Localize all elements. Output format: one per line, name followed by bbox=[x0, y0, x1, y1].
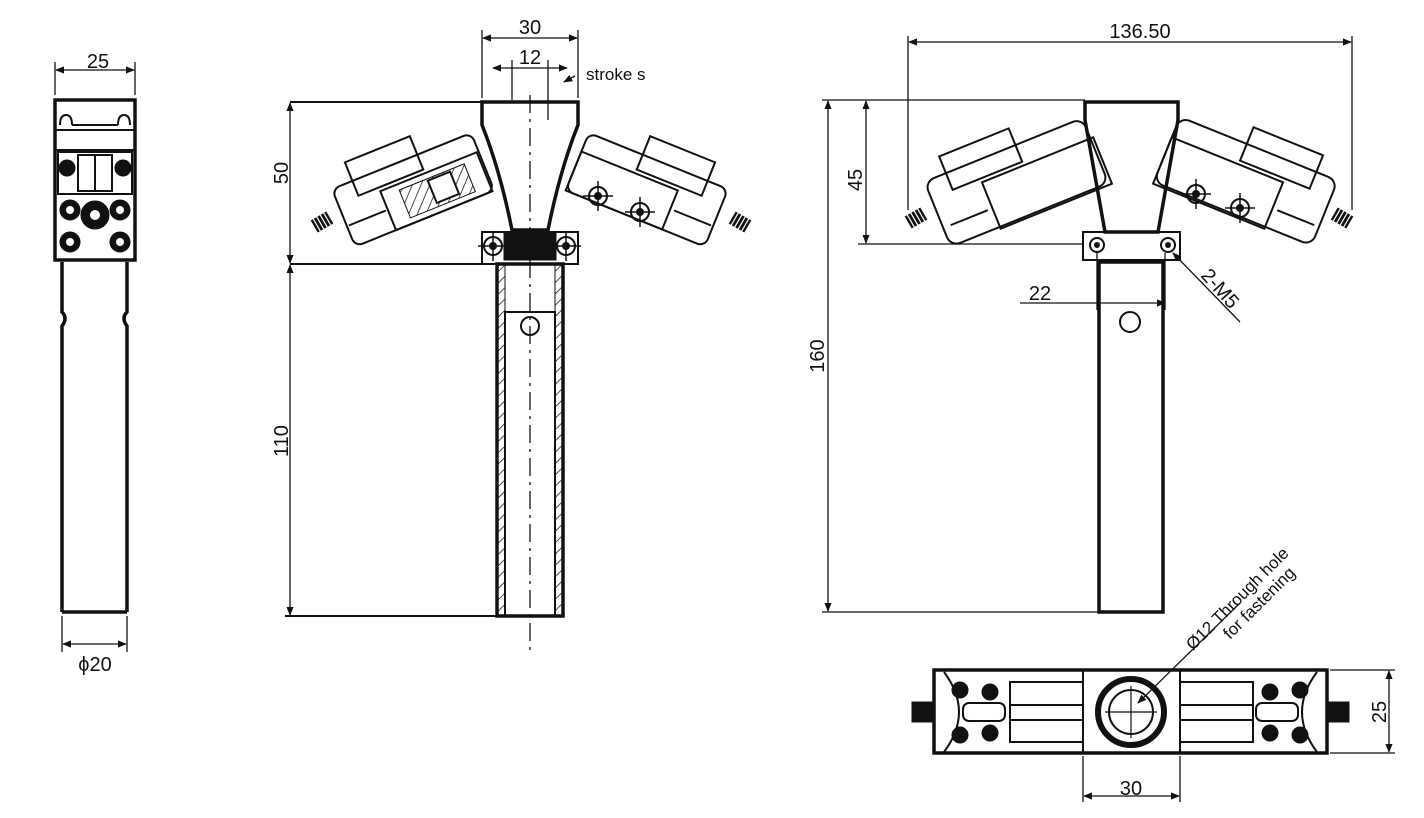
through-hole bbox=[1095, 676, 1167, 748]
front-center-body bbox=[480, 100, 580, 232]
side-diameter-dim: ϕ20 bbox=[78, 654, 111, 676]
open-hole-spacing-dim: 22 bbox=[1029, 283, 1051, 305]
front-top-width-dim: 30 bbox=[519, 17, 541, 39]
top-view: Ø12 Through hole for fastening 25 30 bbox=[911, 544, 1395, 802]
top-depth-dim: 25 bbox=[1369, 701, 1391, 723]
open-center-body bbox=[1083, 100, 1180, 234]
front-left-jaw bbox=[333, 134, 494, 246]
side-view: 25 ϕ20 bbox=[53, 51, 137, 676]
front-right-jaw bbox=[564, 134, 727, 246]
front-stroke-width-dim: 12 bbox=[519, 47, 541, 69]
open-head-height-dim: 45 bbox=[845, 169, 867, 191]
open-total-height-dim: 160 bbox=[807, 339, 829, 372]
top-body-width-dim: 30 bbox=[1120, 778, 1142, 800]
open-view: 136.50 45 160 22 2-M5 bbox=[807, 21, 1354, 614]
open-left-jaw bbox=[926, 120, 1114, 245]
front-view: 30 12 stroke s 50 110 bbox=[271, 17, 752, 655]
front-head-height-dim: 50 bbox=[271, 162, 293, 184]
side-shaft bbox=[60, 262, 129, 612]
open-right-jaw bbox=[1151, 118, 1336, 244]
side-width-dim: 25 bbox=[87, 51, 109, 73]
front-shaft-length-dim: 110 bbox=[271, 425, 293, 457]
stroke-label: stroke s bbox=[586, 65, 646, 84]
thread-label: 2-M5 bbox=[1196, 265, 1243, 314]
open-shaft bbox=[1097, 260, 1165, 614]
open-span-dim: 136.50 bbox=[1109, 21, 1170, 43]
